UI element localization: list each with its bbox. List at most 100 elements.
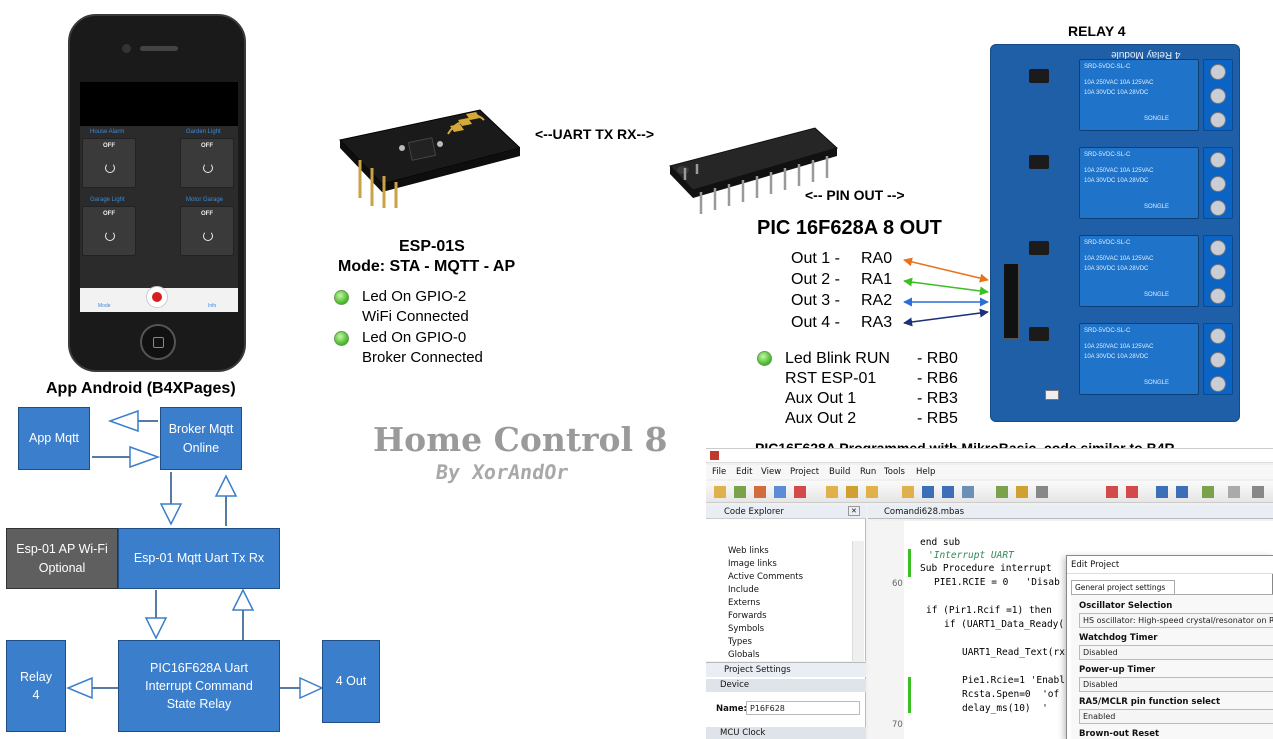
phone-home-button[interactable] xyxy=(140,324,176,360)
screw-icon xyxy=(1210,264,1226,280)
explorer-item[interactable]: Include xyxy=(728,585,759,595)
explorer-item[interactable]: Web links xyxy=(728,546,769,556)
home-square-icon xyxy=(153,337,164,348)
pic-line-1: PIC16F628A Uart xyxy=(150,660,248,675)
menu-build[interactable]: Build xyxy=(829,467,851,477)
esp-mode: Mode: STA - MQTT - AP xyxy=(338,258,516,275)
mcu-clock-section[interactable]: MCU Clock xyxy=(706,727,866,739)
toolbar-icon[interactable] xyxy=(774,486,786,498)
save-all-icon[interactable] xyxy=(942,486,954,498)
project-settings-header: Project Settings xyxy=(706,663,866,677)
explorer-item[interactable]: Image links xyxy=(728,559,777,569)
wire-out2 xyxy=(903,277,989,296)
explorer-item[interactable]: Active Comments xyxy=(728,572,804,582)
code-line: Sub Procedure interrupt xyxy=(920,563,1052,574)
toolbar-icon[interactable] xyxy=(902,486,914,498)
line-number: 60 xyxy=(892,579,903,589)
device-name-select[interactable]: P16F628 xyxy=(746,701,860,715)
mcu-clock-label: MCU Clock xyxy=(720,728,766,738)
esp01s-module-image xyxy=(339,109,520,208)
toolbar-icon[interactable] xyxy=(962,486,974,498)
relay-spec: 10A 30VDC 10A 28VDC xyxy=(1084,90,1149,96)
menu-help[interactable]: Help xyxy=(916,467,936,477)
toolbar-icon[interactable] xyxy=(1228,486,1240,498)
tile-motor-garage[interactable]: OFF xyxy=(180,206,234,256)
aux-pin-3: - RB3 xyxy=(917,390,958,407)
out4-label: Out 4 - xyxy=(791,314,840,331)
toolbar-icon[interactable] xyxy=(1036,486,1048,498)
watchdog-select[interactable]: Disabled xyxy=(1079,645,1273,660)
menu-view[interactable]: View xyxy=(761,467,782,477)
aux-label-1: Led Blink RUN xyxy=(785,350,890,367)
close-icon[interactable]: ✕ xyxy=(848,506,860,516)
menu-project[interactable]: Project xyxy=(790,467,820,477)
toolbar-icon[interactable] xyxy=(1202,486,1214,498)
screw-icon xyxy=(1210,288,1226,304)
nav-info[interactable]: Info xyxy=(208,303,217,309)
toolbar-icon[interactable] xyxy=(754,486,766,498)
board-chip xyxy=(1029,241,1049,255)
project-author: By XorAndOr xyxy=(434,460,571,484)
toolbar-icon[interactable] xyxy=(1252,486,1264,498)
screw-icon xyxy=(1210,152,1226,168)
save-icon[interactable] xyxy=(922,486,934,498)
menu-run[interactable]: Run xyxy=(860,467,877,477)
tile-garden-light[interactable]: OFF xyxy=(180,138,234,188)
app-mqtt-box: App Mqtt xyxy=(18,407,90,470)
relay-line-2: 4 xyxy=(32,688,40,702)
explorer-item[interactable]: Forwards xyxy=(728,611,767,621)
code-line: UART1_Read_Text(rx xyxy=(962,647,1065,658)
device-section[interactable]: Device xyxy=(706,679,866,692)
esp-name: ESP-01S xyxy=(399,238,465,255)
header-pins xyxy=(1003,263,1019,339)
code-line: 'Interrupt UART xyxy=(928,550,1014,561)
explorer-item[interactable]: Globals xyxy=(728,650,760,660)
toolbar-icon[interactable] xyxy=(1176,486,1188,498)
menu-edit[interactable]: Edit xyxy=(736,467,753,477)
tile-garage-light[interactable]: OFF xyxy=(82,206,136,256)
esp-ap-line-1: Esp-01 AP Wi-Fi xyxy=(16,542,108,557)
code-line: Pie1.Rcie=1 'Enabl xyxy=(962,675,1065,686)
relay-module-image: 4 Relay Module SRD-5VDC-SL-C 10A 250VAC … xyxy=(990,44,1240,422)
toolbar-icon[interactable] xyxy=(826,486,838,498)
flow-arrows xyxy=(66,409,324,700)
menu-tools[interactable]: Tools xyxy=(884,467,905,477)
toolbar-icon[interactable] xyxy=(1106,486,1118,498)
mclr-select[interactable]: Enabled xyxy=(1079,709,1273,724)
esp-ap-line-2: Optional xyxy=(38,560,86,575)
powerup-select[interactable]: Disabled xyxy=(1079,677,1273,692)
build-icon[interactable] xyxy=(996,486,1008,498)
explorer-scrollbar[interactable] xyxy=(852,541,864,661)
app-icon xyxy=(710,451,719,460)
terminal-block xyxy=(1203,147,1233,219)
explorer-item[interactable]: Symbols xyxy=(728,624,765,634)
relay-spec: 10A 30VDC 10A 28VDC xyxy=(1084,354,1149,360)
toolbar-icon[interactable] xyxy=(794,486,806,498)
record-button[interactable] xyxy=(146,286,168,308)
toolbar-icon[interactable] xyxy=(1016,486,1028,498)
phone-camera xyxy=(122,44,131,53)
explorer-item[interactable]: Types xyxy=(728,637,752,647)
toolbar-icon[interactable] xyxy=(866,486,878,498)
menu-file[interactable]: File xyxy=(712,467,727,477)
editor-tab[interactable]: Comandi628.mbas xyxy=(884,507,965,517)
toolbar-icon[interactable] xyxy=(734,486,746,498)
ide-titlebar xyxy=(706,449,1273,463)
explorer-item[interactable]: Externs xyxy=(728,598,761,608)
tile-house-alarm[interactable]: OFF xyxy=(82,138,136,188)
relay-brand: SONGLE xyxy=(1144,204,1170,210)
relay-3: SRD-5VDC-SL-C 10A 250VAC 10A 125VAC 10A … xyxy=(1079,235,1199,307)
toolbar-icon[interactable] xyxy=(714,486,726,498)
setting-value: Disabled xyxy=(1083,648,1118,657)
relay-1: SRD-5VDC-SL-C 10A 250VAC 10A 125VAC 10A … xyxy=(1079,59,1199,131)
toolbar-icon[interactable] xyxy=(846,486,858,498)
toolbar-icon[interactable] xyxy=(1126,486,1138,498)
dialog-tab[interactable]: General project settings xyxy=(1071,580,1175,594)
oscillator-select[interactable]: HS oscillator: High-speed crystal/resona… xyxy=(1079,613,1273,628)
relay-line-1: Relay xyxy=(20,669,52,684)
nav-mode[interactable]: Mode xyxy=(98,303,111,309)
board-chip xyxy=(1029,69,1049,83)
tile-label-motor-garage: Motor Garage xyxy=(186,197,224,203)
tile-state: OFF xyxy=(103,211,115,217)
toolbar-icon[interactable] xyxy=(1156,486,1168,498)
